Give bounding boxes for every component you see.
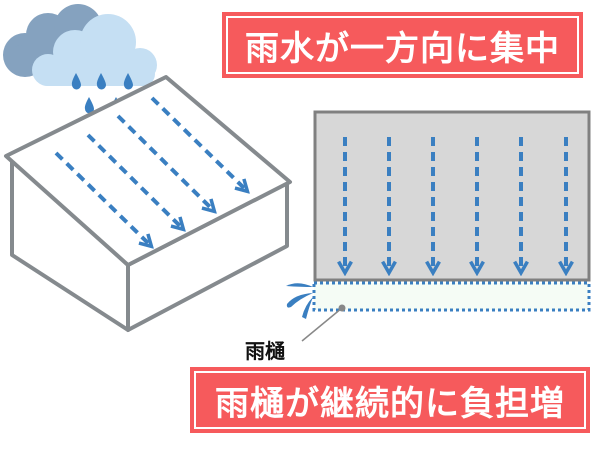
bottom-banner-text: 雨樋が継続的に負担増 [215, 383, 565, 424]
rain-gutter [312, 281, 591, 312]
roof-panel [313, 110, 591, 282]
bottom-banner: 雨樋が継続的に負担増 [190, 367, 590, 433]
roof-flow-arrows [54, 96, 244, 243]
gutter-leader-line [301, 304, 346, 342]
top-banner-text: 雨水が一方向に集中 [245, 28, 560, 69]
top-banner: 雨水が一方向に集中 [222, 12, 583, 78]
rain-cloud-icon [3, 4, 157, 86]
house-illustration [4, 75, 292, 332]
gutter-label: 雨樋 [245, 339, 285, 363]
water-splash-icon [286, 283, 313, 319]
panel-flow-arrows [345, 137, 566, 268]
